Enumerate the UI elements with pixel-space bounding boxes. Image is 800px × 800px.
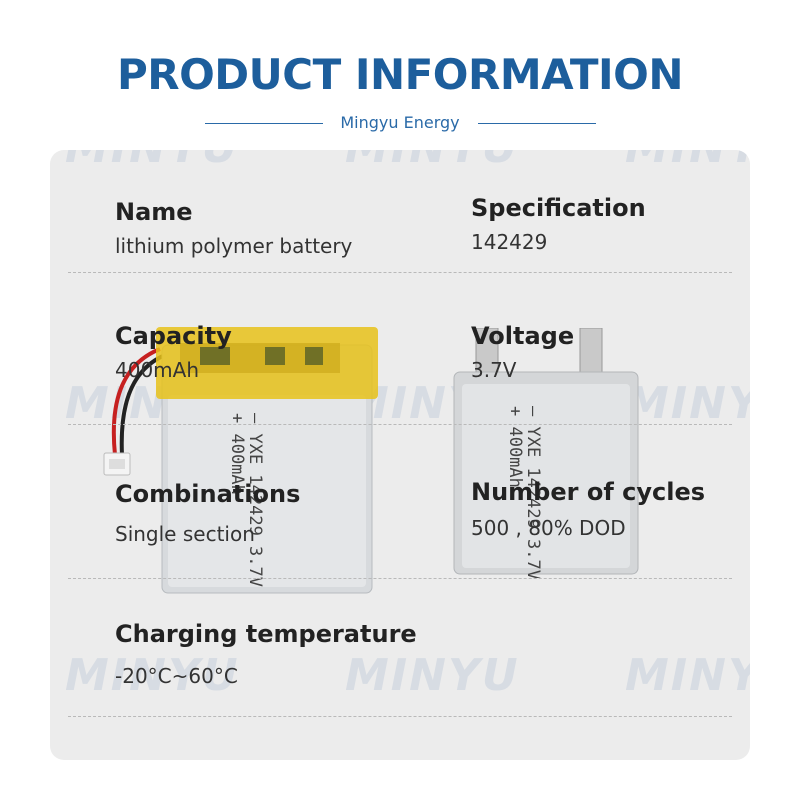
field-number-of-cycles: Number of cycles 500 , 80% DOD: [471, 478, 705, 540]
watermark-logo: MINYU: [65, 150, 240, 173]
field-value: Single section: [115, 522, 255, 546]
watermark-logo: MINYU: [65, 650, 240, 701]
field-value: 3.7V: [471, 358, 517, 382]
field-combinations: Combinations Single section: [115, 480, 300, 546]
brand-subtitle: Mingyu Energy: [340, 113, 460, 132]
watermark-logo: MINYU: [625, 150, 750, 173]
svg-text:– YXE 142429 3.7V: – YXE 142429 3.7V: [523, 406, 543, 578]
field-value: lithium polymer battery: [115, 234, 353, 258]
battery-image-right: – YXE 142429 3.7V + 400mAh: [453, 328, 639, 578]
row-divider: [68, 272, 732, 273]
field-label: Combinations: [115, 480, 301, 508]
svg-text:– YXE 142429 3.7V: – YXE 142429 3.7V: [245, 413, 265, 587]
watermark-logo: MINYU: [345, 650, 520, 701]
field-label: Capacity: [115, 322, 232, 350]
field-label: Name: [115, 198, 193, 226]
watermark-logo: MINYU: [625, 378, 750, 429]
field-label: Voltage: [471, 322, 575, 350]
field-capacity: Capacity 400mAh: [115, 322, 232, 382]
row-divider: [68, 716, 732, 717]
field-value: -20°C~60°C: [115, 664, 238, 688]
divider-right: [478, 123, 596, 124]
field-value: 142429: [471, 230, 548, 254]
field-value: 500 , 80% DOD: [471, 516, 626, 540]
row-divider: [68, 424, 732, 425]
field-name: Name lithium polymer battery: [115, 198, 352, 258]
subtitle-row: Mingyu Energy: [0, 112, 800, 136]
field-voltage: Voltage 3.7V: [471, 322, 574, 382]
svg-text:+ 400mAh: + 400mAh: [227, 413, 247, 495]
field-label: Specification: [471, 194, 646, 222]
field-label: Charging temperature: [115, 620, 417, 648]
field-specification: Specification 142429: [471, 194, 646, 254]
divider-left: [205, 123, 323, 124]
battery-image-left: – YXE 142429 3.7V + 400mAh: [103, 327, 378, 594]
row-divider: [68, 578, 732, 579]
page-title: PRODUCT INFORMATION: [116, 50, 684, 99]
svg-text:+ 400mAh: + 400mAh: [505, 406, 525, 488]
watermark-logo: MINYU: [345, 150, 520, 173]
info-panel: MINYU MINYU MINYU MINYU MINYU MINYU MINY…: [50, 150, 750, 760]
watermark-logo: MINYU: [625, 650, 750, 701]
field-charging-temperature: Charging temperature -20°C~60°C: [115, 620, 417, 688]
field-label: Number of cycles: [471, 478, 705, 506]
field-value: 400mAh: [115, 358, 200, 382]
